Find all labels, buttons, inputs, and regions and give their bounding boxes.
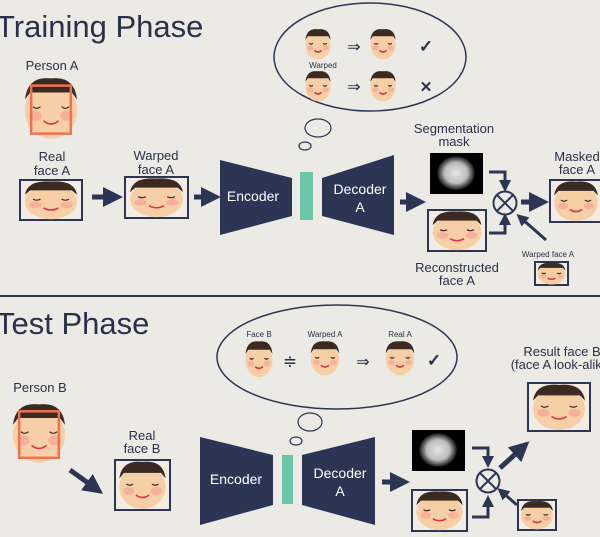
result-label-1: Result face B [523,344,600,359]
arrow [68,467,104,494]
masked-face-a-label-2: face A [559,162,595,177]
decoder-a-label-2: A [355,199,365,215]
bubble-face [305,71,331,102]
real-face-a-image [19,179,83,221]
face-b-small-image [517,499,557,531]
encoder-label: Encoder [210,471,262,487]
bubble-real-a [385,341,415,376]
person-b-portrait [12,404,66,463]
bubble-warped-a-label: Warped A [308,330,343,339]
encoder-block [200,437,273,525]
mask-blob [419,433,457,467]
thought-dot [298,141,312,151]
result-label-2: (face A look-alike) [511,357,600,372]
implies-arrow: ⇒ [356,354,369,371]
elbow-arrow [489,170,511,192]
implies-arrow: ⇒ [347,39,360,56]
warped-face-a-image [124,176,189,219]
real-face-a-label-1: Real [39,149,66,164]
warped-face-a-small-image [534,261,569,286]
training-phase-title: Training Phase [0,9,203,44]
real-face-b-image [114,459,171,511]
person-a-portrait [24,78,78,139]
multiply-operator [492,190,518,216]
thought-dot [297,412,323,432]
encoder-label: Encoder [227,188,279,204]
arrow [497,488,518,507]
elbow-arrow [472,446,494,468]
person-b-label: Person B [13,380,66,395]
real-face-b-label-1: Real [129,428,156,443]
warped-face-a-label-1: Warped [133,148,178,163]
decoder-a-label-2: A [335,483,345,499]
thought-dot [304,118,332,138]
warped-face-a-small-label: Warped face A [522,250,575,259]
elbow-arrow [489,213,511,235]
test-phase-title: Test Phase [0,306,149,341]
decoder-a-block [322,155,394,235]
bubble-face [305,29,331,60]
arrow [498,441,530,470]
multiply-operator [475,468,501,494]
warped-face-a-label-2: face A [138,162,174,177]
arrow [516,214,547,242]
bubble-face-b [245,341,273,378]
implies-arrow: ⇒ [347,79,360,96]
thought-bubble [216,304,458,410]
bubble-face [370,71,396,102]
segmentation-mask-label-1: Segmentation [414,121,494,136]
real-face-b-label-2: face B [124,441,161,456]
reconstructed-label-1: Reconstructed [415,260,499,275]
result-face-b-image [527,382,591,432]
check-icon: ✓ [419,37,433,56]
mask-blob [437,156,475,190]
person-a-label: Person A [26,58,79,73]
approx-equal-icon: ≑ [283,352,297,371]
thought-bubble [273,2,467,112]
segmentation-mask-label-2: mask [438,134,470,149]
reconstructed-label-2: face A [439,273,475,288]
decoder-a-label-1: Decoder [334,181,387,197]
bubble-warped-label: Warped [309,61,337,70]
real-face-a-label-2: face A [34,163,70,178]
cross-icon: ✕ [420,79,433,96]
bubble-real-a-label: Real A [388,330,412,339]
elbow-arrow [472,495,494,519]
masked-face-a-image [549,179,600,223]
bubble-warped-a [310,341,340,376]
reconstructed-face-a-image [427,209,487,252]
check-icon: ✓ [427,351,441,370]
thought-dot [289,436,303,446]
decoder-a-block [302,437,375,525]
latent-vector [300,172,313,220]
latent-vector [282,455,293,504]
reconstructed-face-image [411,489,468,532]
bubble-face [370,29,396,60]
multiply-cross [496,194,514,212]
bubble-face-b-label: Face B [246,330,271,339]
masked-face-a-label-1: Masked [554,149,600,164]
decoder-a-label-1: Decoder [314,465,367,481]
encoder-block [220,160,292,235]
multiply-cross [479,472,497,490]
